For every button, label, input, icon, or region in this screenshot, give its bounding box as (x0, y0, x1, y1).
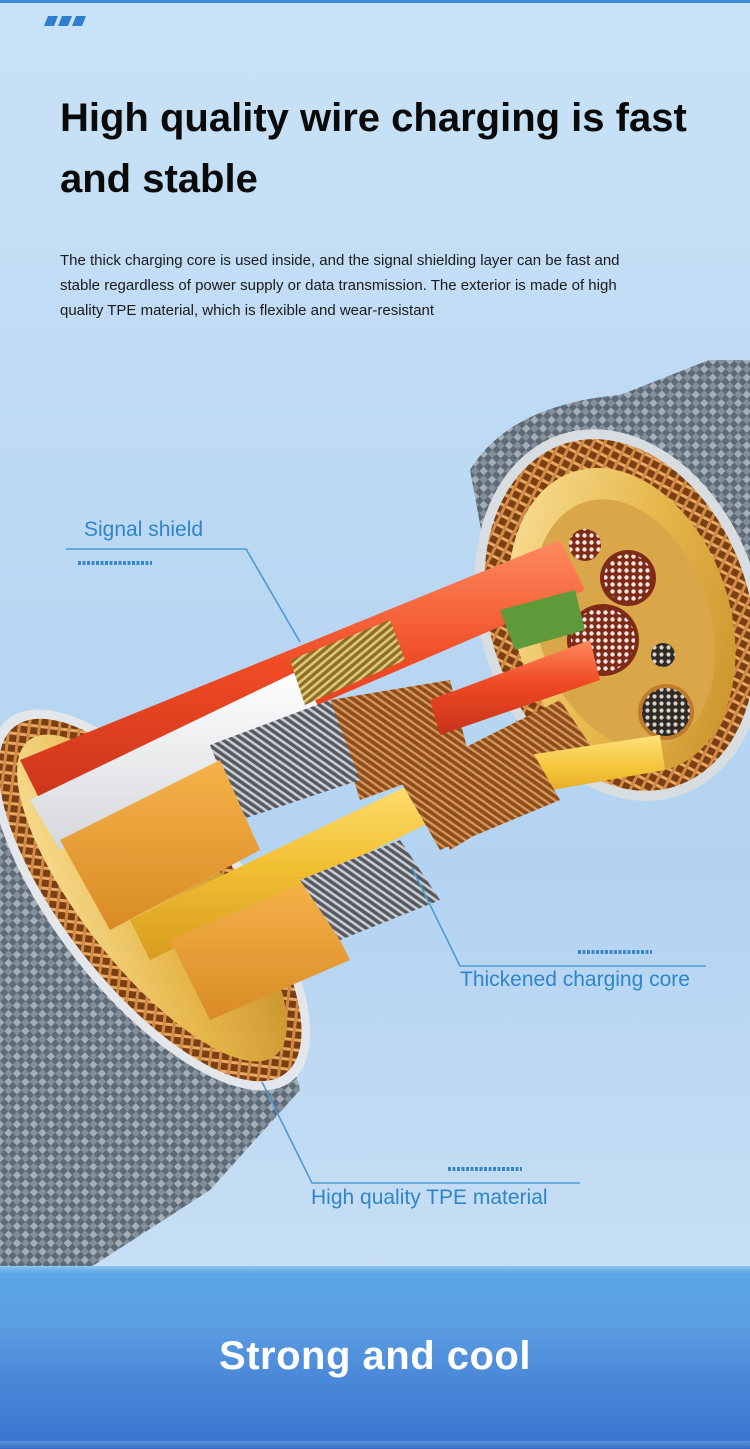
description-text: The thick charging core is used inside, … (60, 252, 620, 319)
page-headline: High quality wire charging is fast and s… (60, 96, 687, 201)
cable-illustration (0, 360, 750, 1290)
bottom-band (0, 1266, 750, 1449)
signal-shield-label: Signal shield (84, 518, 204, 541)
tpe-material-label: High quality TPE material (311, 1186, 548, 1209)
brand-stripes-icon (44, 16, 86, 26)
slogan-text: Strong and cool (219, 1334, 531, 1378)
top-accent-line (0, 0, 750, 3)
charging-core-label: Thickened charging core (460, 968, 690, 991)
